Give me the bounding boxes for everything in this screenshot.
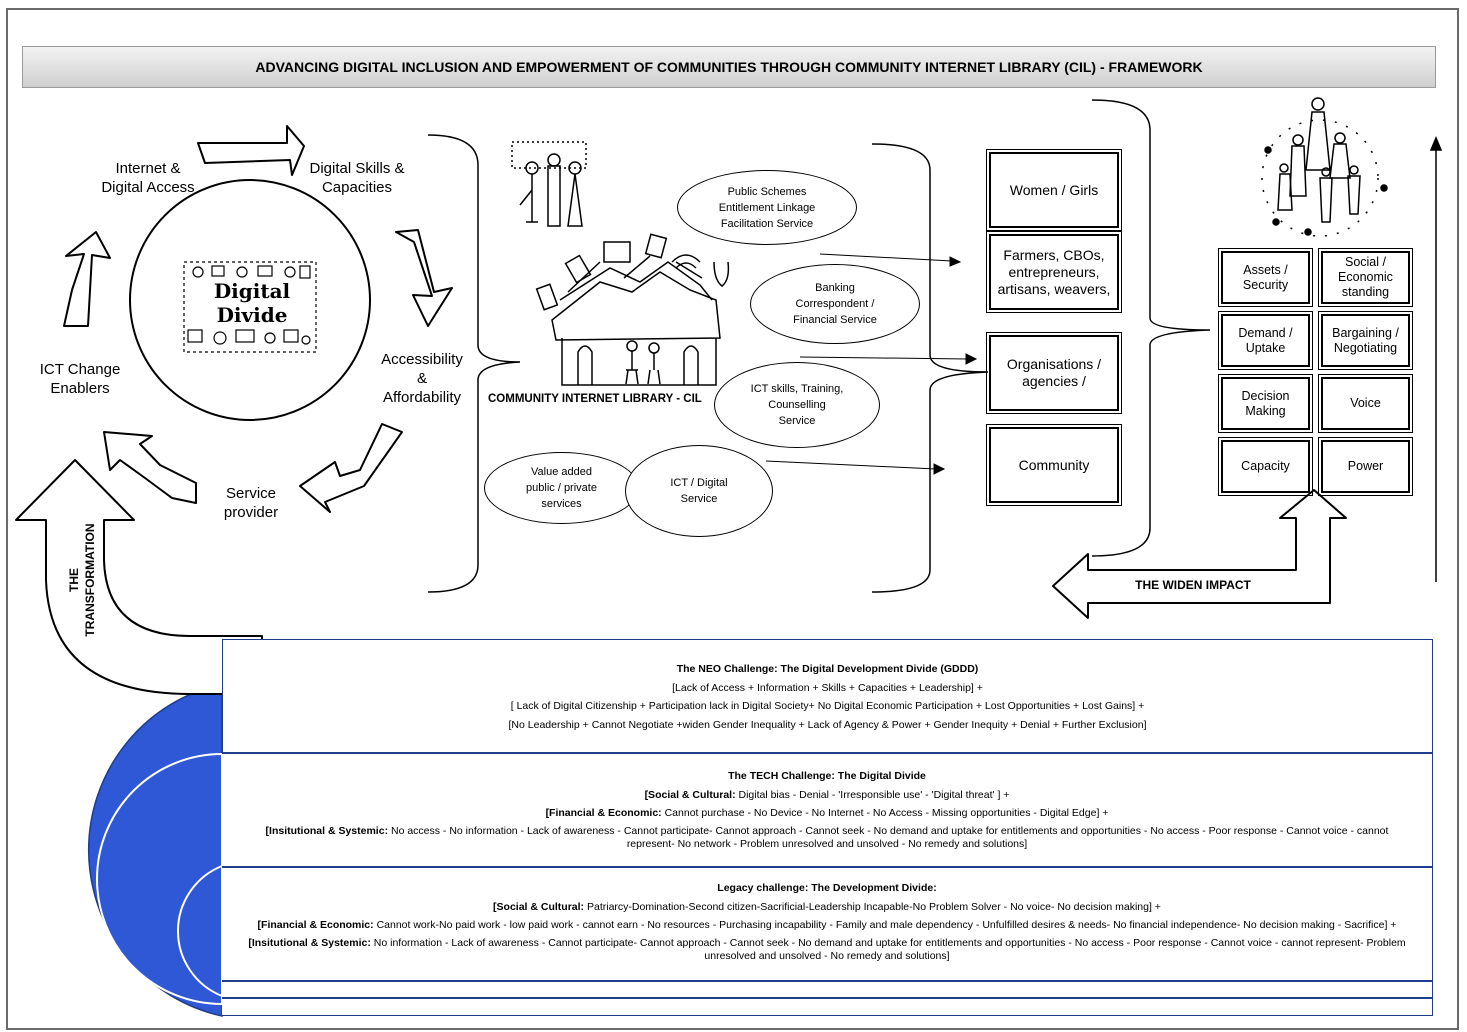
cycle-arrow-bottom-left [103, 431, 197, 504]
legacy-challenge-title: Legacy challenge: The Development Divide… [717, 882, 937, 894]
framework-frame [6, 8, 1459, 1030]
cycle-arrow-left [63, 231, 111, 327]
impact-capacity: Capacity [1218, 437, 1313, 496]
transformation-label: THE TRANSFORMATION [67, 523, 97, 637]
tech-financial-text: Cannot purchase - No Device - No Interne… [661, 807, 1109, 819]
neo-challenge-title: The NEO Challenge: The Digital Developme… [676, 663, 979, 675]
panel-strip-1 [222, 981, 1433, 998]
beneficiary-organisations: Organisations / agencies / [986, 332, 1122, 414]
widen-impact-label: THE WIDEN IMPACT [1135, 578, 1251, 592]
widen-impact-arrow [1052, 489, 1347, 619]
cil-village-doodle [511, 141, 730, 386]
internet-access-label: Internet & Digital Access [101, 160, 195, 196]
service-provider-label: Service provider [223, 485, 279, 521]
cil-label: COMMUNITY INTERNET LIBRARY - CIL [488, 393, 702, 405]
digital-divide-circle [129, 179, 371, 421]
neo-challenge-panel: The NEO Challenge: The Digital Developme… [222, 639, 1433, 753]
impact-voice: Voice [1318, 374, 1413, 433]
impact-decision-making: Decision Making [1218, 374, 1313, 433]
cycle-arrow-bottom [299, 423, 403, 513]
bracket-cycle [427, 134, 521, 593]
digital-divide-text: Digital Divide [213, 279, 291, 327]
ict-enablers-label: ICT Change Enablers [39, 361, 121, 397]
concentric-challenge-arcs [87, 683, 223, 1017]
digital-divide-doodle [183, 261, 317, 353]
tech-social-label: [Social & Cultural: [644, 788, 736, 801]
impact-power: Power [1318, 437, 1413, 496]
beneficiary-community: Community [986, 424, 1122, 506]
beneficiary-women-girls: Women / Girls [986, 149, 1122, 231]
legacy-social-text: Patriarcy-Domination-Second citizen-Sacr… [584, 900, 1161, 913]
tech-inst-label: [Insitutional & Systemic: [265, 824, 389, 837]
tech-financial-label: [Financial & Economic: [545, 807, 662, 819]
impact-demand-uptake: Demand / Uptake [1218, 311, 1313, 370]
cycle-arrow-right [395, 229, 453, 327]
legacy-financial-text: Cannot work-No paid work - low paid work… [373, 919, 1397, 931]
neo-line-2: [ Lack of Digital Citizenship + Particip… [510, 700, 1145, 712]
impact-bargaining: Bargaining / Negotiating [1318, 311, 1413, 370]
cycle-arrow-top [197, 125, 305, 176]
service-ict-skills: ICT skills, Training, Counselling Servic… [714, 362, 880, 448]
legacy-financial-label: [Financial & Economic: [257, 919, 374, 931]
neo-line-1: [Lack of Access + Information + Skills +… [672, 681, 983, 694]
accessibility-label: Accessibility & Affordability [381, 351, 463, 406]
beneficiary-farmers: Farmers, CBOs, entrepreneurs, artisans, … [986, 231, 1122, 313]
family-doodle [1261, 97, 1388, 237]
bracket-beneficiaries [1091, 99, 1211, 557]
service-value-added: Value added public / private services [484, 452, 639, 524]
service-ict-digital: ICT / Digital Service [625, 445, 773, 537]
framework-title: ADVANCING DIGITAL INCLUSION AND EMPOWERM… [22, 46, 1436, 88]
tech-social-text: Digital bias - Denial - 'Irresponsible u… [735, 788, 1010, 801]
legacy-social-label: [Social & Cultural: [493, 900, 585, 913]
tech-inst-text: No access - No information - Lack of awa… [388, 824, 1389, 850]
service-banking: Banking Correspondent / Financial Servic… [750, 264, 920, 344]
impact-social-economic: Social / Economic standing [1318, 248, 1413, 307]
legacy-challenge-panel: Legacy challenge: The Development Divide… [222, 867, 1433, 981]
impact-assets-security: Assets / Security [1218, 248, 1313, 307]
neo-line-3: [No Leadership + Cannot Negotiate +widen… [508, 718, 1147, 731]
tech-challenge-panel: The TECH Challenge: The Digital Divide [… [222, 753, 1433, 867]
tech-challenge-title: The TECH Challenge: The Digital Divide [728, 770, 926, 782]
panel-strip-2 [222, 998, 1433, 1016]
bracket-services [871, 143, 989, 593]
transformation-arrow [15, 459, 263, 695]
digital-skills-label: Digital Skills & Capacities [309, 160, 405, 196]
legacy-inst-label: [Insitutional & Systemic: [248, 936, 371, 949]
legacy-inst-text: No information - Lack of awareness - Can… [370, 936, 1406, 962]
service-public-schemes: Public Schemes Entitlement Linkage Facil… [677, 170, 857, 245]
